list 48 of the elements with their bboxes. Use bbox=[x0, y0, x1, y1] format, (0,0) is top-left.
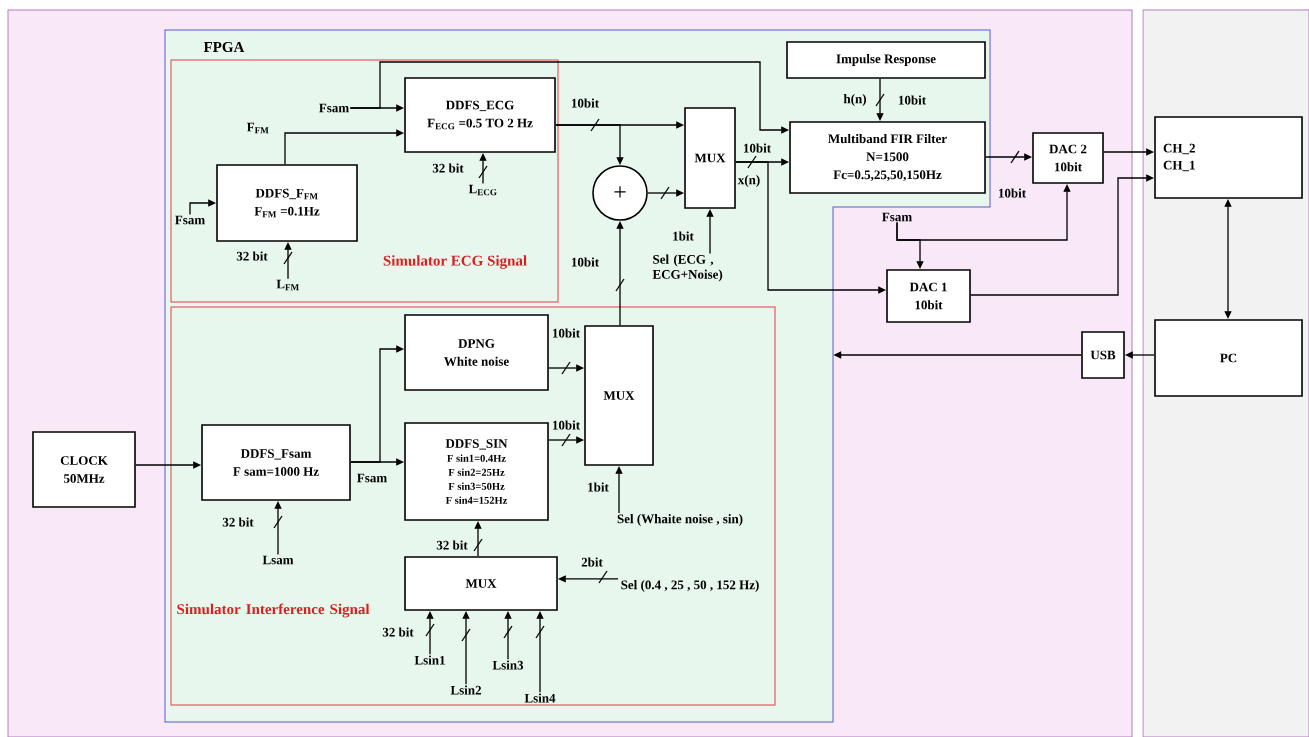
edge-label: 10bit bbox=[571, 257, 600, 267]
signal-label: Sel (ECG , ECG+Noise) bbox=[652, 254, 723, 282]
signal-label: L$_{ECG}$ bbox=[468, 184, 497, 196]
function-block: DDFS_F$_{FM}$ F$_{FM}$ =0.1Hz bbox=[216, 164, 358, 242]
signal-label: L$_{FM}$ bbox=[276, 279, 299, 291]
function-block: DPNG White noise bbox=[404, 314, 549, 391]
function-block: DDFS_SIN F sin1=0.4Hz F sin2=25Hz F sin3=50Hz F sin4=152Hz bbox=[404, 422, 549, 521]
edge-label: 2bit bbox=[581, 557, 603, 567]
function-block: DAC 1 10bit bbox=[886, 269, 971, 323]
function-block: PC bbox=[1154, 319, 1303, 397]
signal-label: Lsin3 bbox=[492, 660, 524, 670]
function-block: DAC 2 10bit bbox=[1032, 132, 1104, 184]
function-block: MUX bbox=[404, 556, 558, 611]
signal-label: Sel (0.4 , 25 , 50 , 152 Hz) bbox=[621, 580, 759, 592]
function-block: DDFS_ECG F$_{ECG}$ =0.5 TO 2 Hz bbox=[404, 77, 556, 153]
signal-label: Fsam bbox=[319, 103, 349, 113]
edge-label: 32 bit bbox=[222, 517, 254, 527]
signal-label: Fsam bbox=[175, 215, 205, 225]
signal-label: Lsam bbox=[262, 555, 294, 565]
function-block: CLOCK 50MHz bbox=[32, 431, 136, 508]
function-block: MUX bbox=[684, 107, 736, 209]
edge-label: Fsam bbox=[357, 473, 387, 483]
edge-label: 32 bit bbox=[236, 251, 268, 261]
edge-label: 10bit bbox=[743, 143, 772, 153]
edge-label: 10bit bbox=[998, 188, 1027, 198]
edge-label: 1bit bbox=[588, 482, 609, 492]
function-block: Impulse Response bbox=[786, 41, 986, 79]
edge-label: 32 bit bbox=[432, 163, 464, 173]
edge-label: 10bit bbox=[552, 328, 581, 338]
edge-label: F$_{FM}$ bbox=[246, 122, 269, 134]
edge-label: 32 bit bbox=[382, 627, 414, 637]
signal-label: Lsin1 bbox=[414, 655, 445, 665]
function-block: USB bbox=[1081, 331, 1125, 379]
function-block: MUX bbox=[584, 325, 654, 466]
signal-label: Fsam bbox=[882, 212, 912, 222]
signal-label: Lsin2 bbox=[450, 685, 481, 695]
signal-label: 10bit bbox=[898, 95, 927, 105]
signal-label: Lsin4 bbox=[524, 693, 556, 703]
edge-label: 10bit bbox=[552, 420, 581, 430]
function-block: CH_2 CH_1 bbox=[1154, 116, 1303, 199]
edge-label: 1bit bbox=[673, 231, 694, 241]
edge-label: h(n) bbox=[843, 94, 866, 106]
function-block: DDFS_Fsam F sam=1000 Hz bbox=[201, 424, 351, 501]
function-block: Multiband FIR Filter N=1500 Fc=0.5,25,50,150Hz bbox=[789, 121, 986, 194]
signal-label: x(n) bbox=[737, 175, 760, 187]
edge-label: 10bit bbox=[571, 98, 600, 108]
signal-label: Sel (Whaite noise , sin) bbox=[617, 514, 743, 526]
edge-label: 32 bit bbox=[436, 540, 468, 550]
